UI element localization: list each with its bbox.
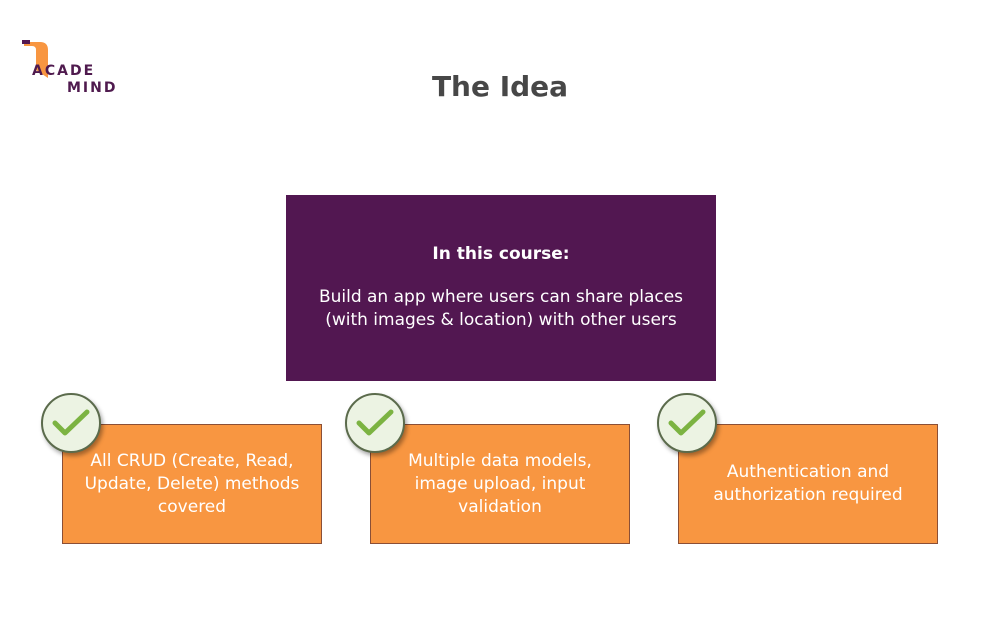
logo-text-line1: ACADE	[32, 63, 96, 79]
check-icon	[657, 393, 717, 453]
feature-text: Authentication and authorization require…	[713, 462, 903, 505]
academind-logo: ACADE MIND	[22, 38, 132, 100]
course-summary-box: In this course: Build an app where users…	[286, 195, 716, 381]
feature-box-auth: Authentication and authorization require…	[678, 424, 938, 544]
course-summary-heading: In this course:	[432, 244, 570, 264]
course-summary-body: Build an app where users can share place…	[318, 287, 684, 330]
feature-text: All CRUD (Create, Read, Update, Delete) …	[84, 450, 300, 517]
logo-text-line2: MIND	[67, 80, 118, 96]
feature-box-data-models: Multiple data models, image upload, inpu…	[370, 424, 630, 544]
feature-text: Multiple data models, image upload, inpu…	[408, 450, 592, 517]
check-icon	[41, 393, 101, 453]
feature-box-crud: All CRUD (Create, Read, Update, Delete) …	[62, 424, 322, 544]
page-title: The Idea	[431, 70, 569, 103]
check-icon	[345, 393, 405, 453]
logo-flag-icon	[22, 40, 48, 78]
